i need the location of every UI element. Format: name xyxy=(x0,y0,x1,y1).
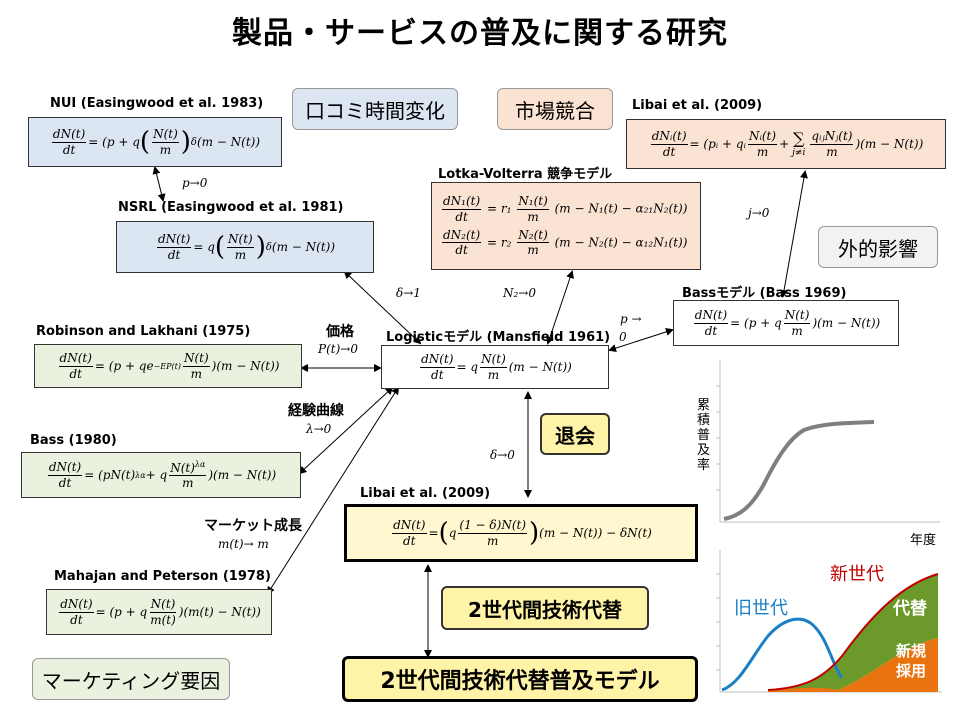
label-bass-1969: Bassモデル (Bass 1969) xyxy=(682,286,847,301)
label-new-adopt-2: 採用 xyxy=(896,662,927,680)
note-p-to-0-bass-2: 0 xyxy=(619,330,627,344)
note-m-cond: m(t)→ m xyxy=(218,537,269,551)
s-curve xyxy=(723,420,875,521)
label-libai-2009-top: Libai et al. (2009) xyxy=(632,98,763,113)
old-gen-curve xyxy=(721,617,844,692)
tag-market-competition: 市場競合 xyxy=(497,88,613,130)
equation-libai-2009-top: dNᵢ(t)dt = (pᵢ + qᵢ Nᵢ(t)m + ∑j≠i qᵢⱼNⱼ(… xyxy=(626,119,946,169)
generation-chart xyxy=(716,550,942,693)
label-bass-1980: Bass (1980) xyxy=(30,433,117,448)
label-nsrl: NSRL (Easingwood et al. 1981) xyxy=(118,200,344,215)
new-adopt-area xyxy=(768,638,938,692)
note-experience: 経験曲線 xyxy=(288,403,344,419)
arrow-libai-bass xyxy=(780,170,808,298)
tick-marks xyxy=(716,385,720,491)
page-title: 製品・サービスの普及に関する研究 xyxy=(232,16,728,51)
cumulative-diffusion-chart xyxy=(716,360,940,523)
label-lotka-volterra: Lotka-Volterra 競争モデル xyxy=(438,167,613,182)
label-new-gen: 新世代 xyxy=(830,564,884,585)
box-two-generation: 2世代間技術代替 xyxy=(441,586,649,630)
label-robinson: Robinson and Lakhani (1975) xyxy=(36,324,251,339)
equation-nui: dN(t)dt = (p + q (N(t)m)δ (m − N(t)) xyxy=(28,117,282,167)
note-p-to-0: p→0 xyxy=(182,176,208,190)
label-old-gen: 旧世代 xyxy=(734,598,788,619)
arrow-nui-nsrl xyxy=(152,166,166,202)
tag-kuchikomi: 口コミ時間変化 xyxy=(292,88,458,130)
cum-chart-ylabel: 累積普及率 xyxy=(697,398,711,473)
equation-libai-2009-main: dN(t)dt = (q (1 − δ)N(t)m) (m − N(t)) − … xyxy=(344,504,698,562)
label-replace: 代替 xyxy=(893,599,927,619)
equation-lotka-volterra: dN₁(t)dt = r₁ N₁(t)m (m − N₁(t) − α₂₁N₂(… xyxy=(431,182,701,270)
note-n2-to-0: N₂→0 xyxy=(503,286,536,300)
arrow-mahajan-logistic xyxy=(266,386,400,595)
replace-area xyxy=(768,574,938,690)
note-p-to-0-bass-1: p → xyxy=(620,312,642,326)
arrow-nsrl-logistic xyxy=(343,270,422,345)
label-mahajan: Mahajan and Peterson (1978) xyxy=(54,569,271,584)
box-taikai: 退会 xyxy=(540,413,610,455)
label-logistic: Logisticモデル (Mansfield 1961) xyxy=(386,330,611,345)
note-market-growth: マーケット成長 xyxy=(204,518,302,534)
note-lambda-cond: λ→0 xyxy=(306,422,332,436)
note-price-cond: P(t)→0 xyxy=(318,342,358,356)
new-gen-curve xyxy=(767,573,939,691)
note-j-to-0: j→0 xyxy=(748,206,770,220)
label-libai-2009-main: Libai et al. (2009) xyxy=(360,486,491,501)
tag-external: 外的影響 xyxy=(818,226,938,268)
note-delta-to-1: δ→1 xyxy=(396,286,421,300)
note-delta-to-0: δ→0 xyxy=(490,448,515,462)
note-price: 価格 xyxy=(326,324,354,340)
equation-logistic: dN(t)dt = q N(t)m (m − N(t)) xyxy=(381,345,609,389)
cum-chart-xlabel: 年度 xyxy=(910,533,937,548)
box-two-generation-model: 2世代間技術代替普及モデル xyxy=(342,656,698,702)
equation-nsrl: dN(t)dt = q (N(t)m)δ (m − N(t)) xyxy=(116,221,374,273)
tag-marketing: マーケティング要因 xyxy=(32,658,230,700)
equation-bass-1969: dN(t)dt = (p + q N(t)m )(m − N(t)) xyxy=(673,300,899,346)
arrow-lotka-logistic xyxy=(546,270,574,345)
label-new-adopt-1: 新規 xyxy=(896,642,927,660)
arrow-logistic-bass xyxy=(608,328,674,352)
equation-robinson: dN(t)dt = (p + qe−EP(t) N(t)m )(m − N(t)… xyxy=(34,344,302,388)
label-nui: NUI (Easingwood et al. 1983) xyxy=(50,96,264,111)
equation-mahajan: dN(t)dt = (p + q N(t)m(t) )(m(t) − N(t)) xyxy=(46,589,272,635)
